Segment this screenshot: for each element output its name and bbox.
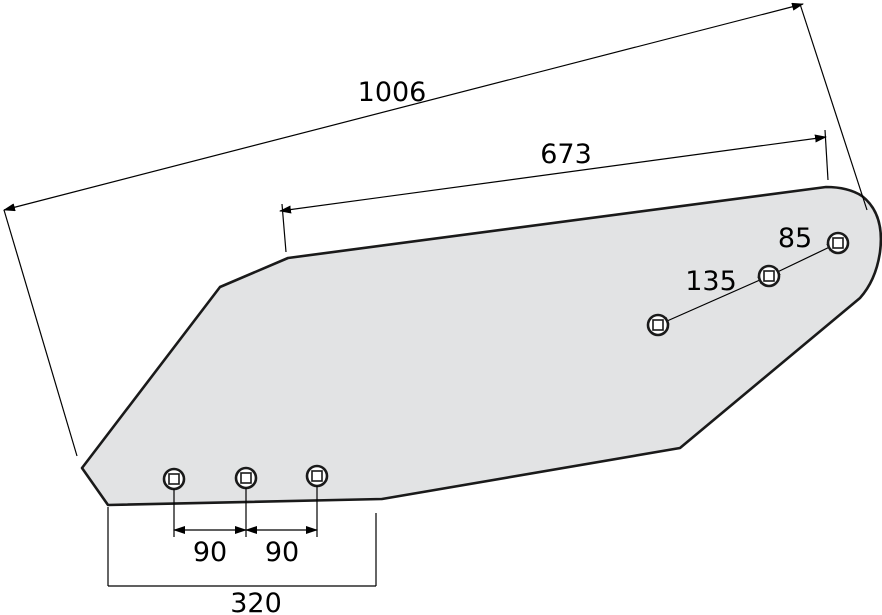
dimension-line-85 <box>768 242 839 277</box>
bolt-hole <box>757 264 781 288</box>
dimension-label-90-right: 90 <box>265 537 299 568</box>
dimension-upper-edge: 673 <box>279 129 829 253</box>
dimension-label-320: 320 <box>230 588 282 615</box>
dimension-label-1006: 1006 <box>358 77 427 108</box>
dimension-label-90-left: 90 <box>193 537 227 568</box>
lower-bolt-holes: 90 90 <box>162 464 329 568</box>
dimension-line-135 <box>657 275 770 326</box>
bolt-hole <box>234 466 258 490</box>
bolt-hole <box>305 464 329 488</box>
dimension-overall-length: 1006 <box>3 2 868 457</box>
extension-line-left <box>3 209 78 457</box>
bolt-hole <box>826 231 850 255</box>
dimension-lower-span: 320 <box>107 507 377 615</box>
ploughshare-outline <box>80 185 882 507</box>
upper-bolt-holes: 85 135 <box>646 223 850 337</box>
bolt-hole <box>162 467 186 491</box>
dimension-label-673: 673 <box>540 139 592 170</box>
dimension-line-1006 <box>3 2 804 212</box>
dimension-label-135: 135 <box>685 266 737 297</box>
bolt-hole <box>646 313 670 337</box>
extension-line-right <box>799 3 868 211</box>
dimension-label-85: 85 <box>778 223 812 254</box>
dimension-line-673 <box>279 134 827 214</box>
